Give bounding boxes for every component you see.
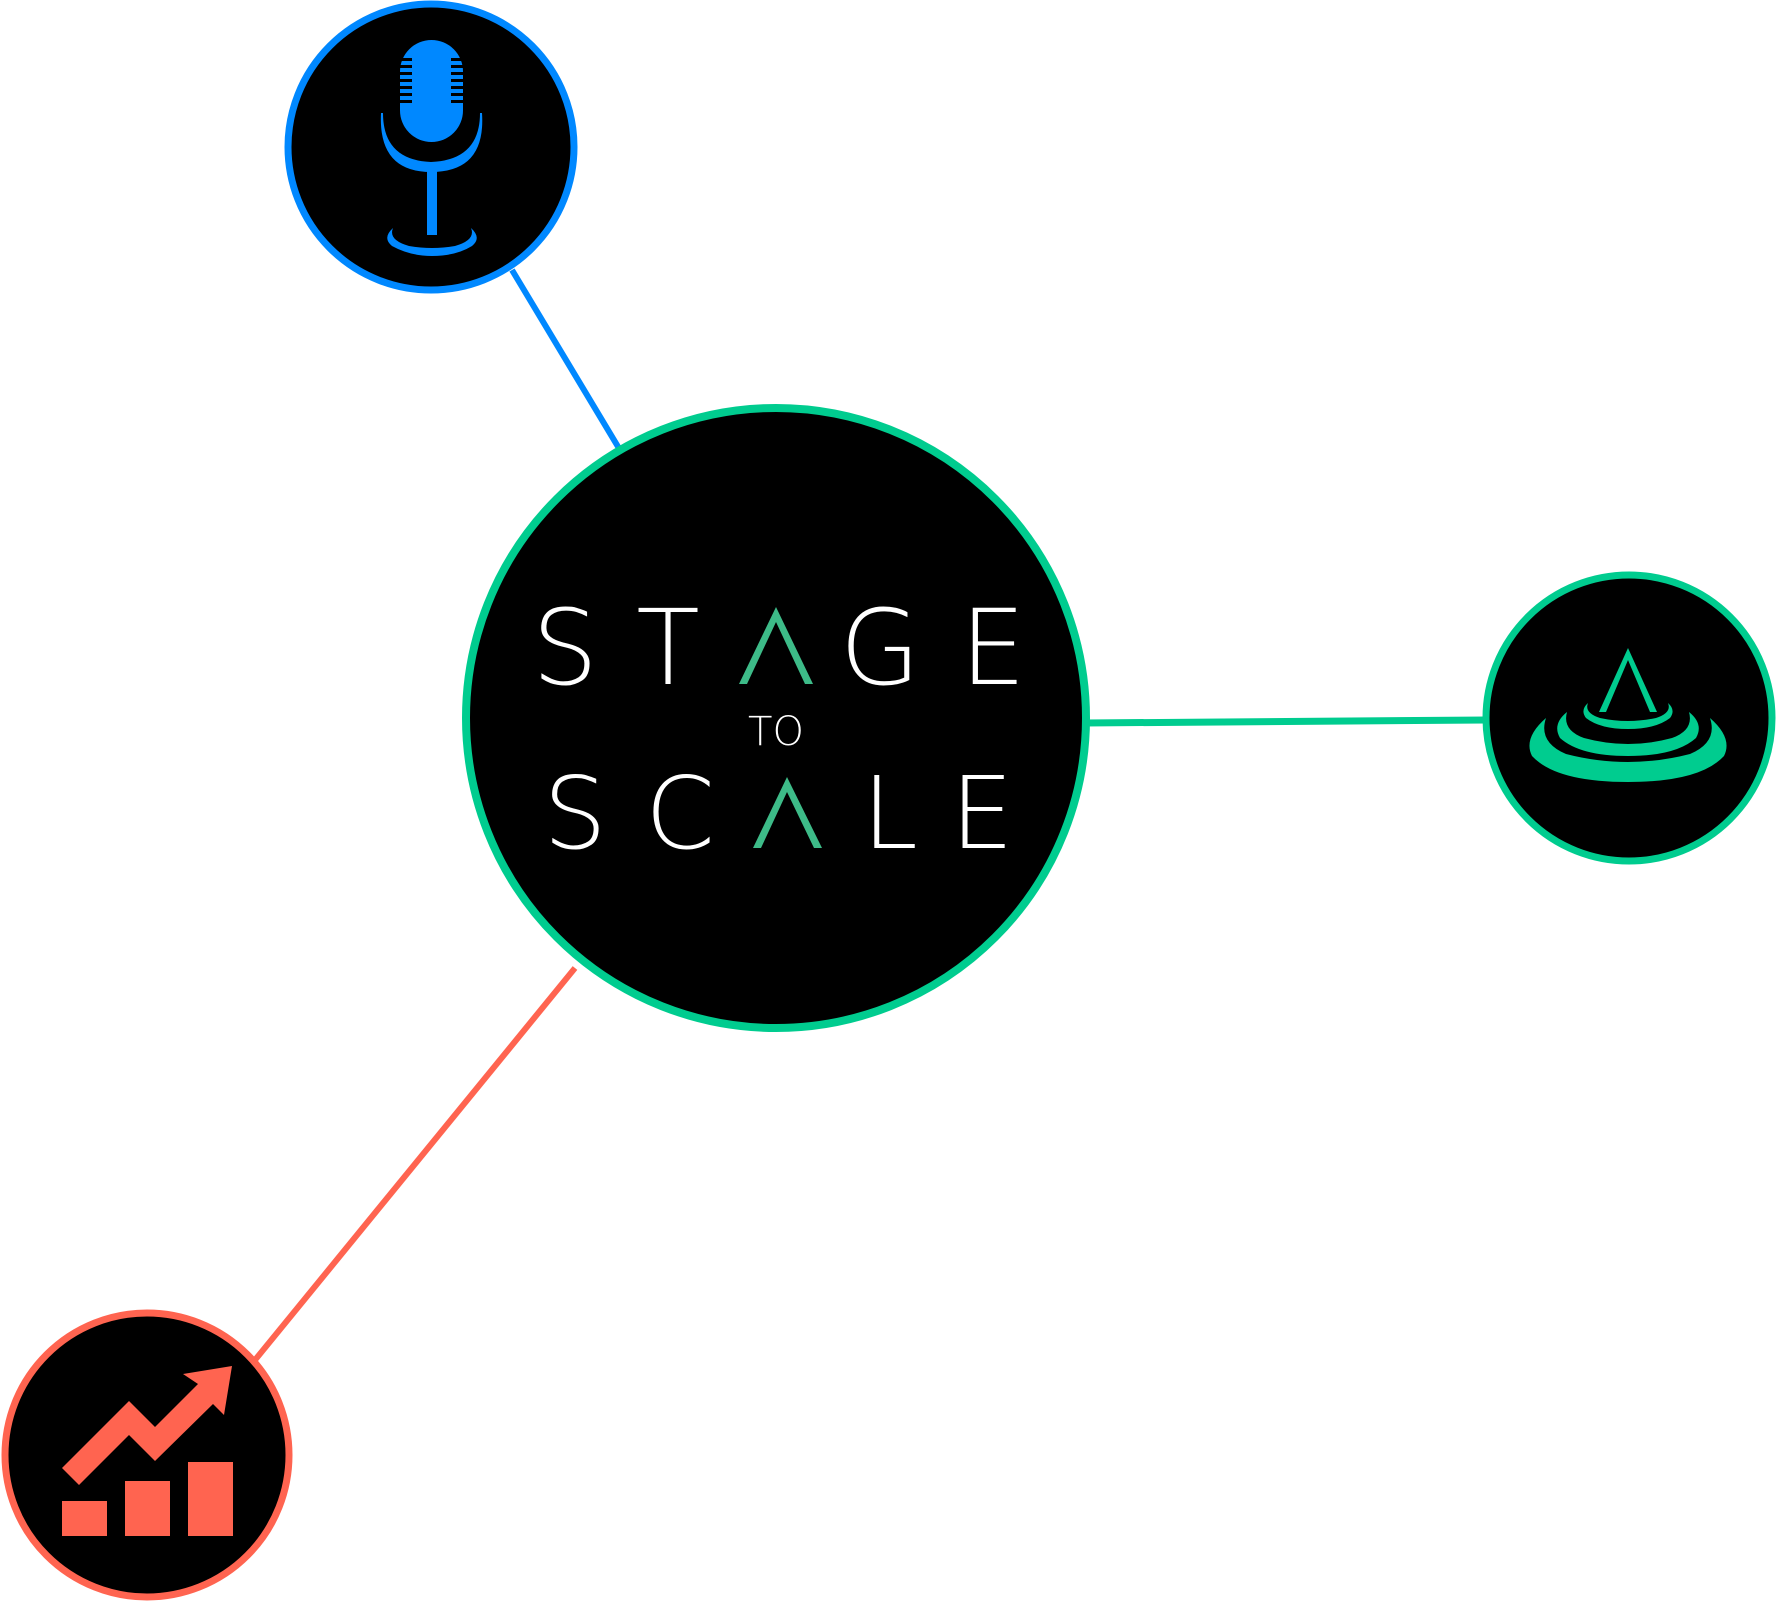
growth-node-ring <box>1 1309 293 1601</box>
connector-line-growth <box>252 966 578 1362</box>
logo-accent-a-icon <box>753 777 822 848</box>
growth-bar <box>188 1462 233 1536</box>
connector-line-ripple <box>1084 716 1488 727</box>
logo-letter: S <box>543 755 606 872</box>
center-node[interactable]: S T G E TO S C L E <box>462 404 1090 1032</box>
logo-letter: E <box>950 755 1013 872</box>
podcast-node-ring <box>284 0 578 294</box>
ripple-drop-icon <box>1529 648 1727 782</box>
logo-letter: T <box>636 587 700 709</box>
logo-letter: E <box>960 587 1026 709</box>
trend-arrow <box>62 1366 232 1485</box>
logo-letter: C <box>645 755 715 872</box>
microphone-icon <box>380 40 483 256</box>
logo-letter: S <box>532 587 598 709</box>
growth-bar <box>62 1501 107 1536</box>
logo: S T G E TO S C L E <box>532 587 1026 872</box>
logo-line-2: S C L E <box>543 755 1013 872</box>
center-node-ring <box>462 404 1090 1032</box>
logo-letter: L <box>862 755 918 872</box>
podcast-node[interactable] <box>284 0 578 294</box>
growth-bar <box>125 1481 170 1536</box>
logo-letter: G <box>840 587 921 709</box>
logo-connector: TO <box>748 709 804 755</box>
ripple-node[interactable] <box>1482 571 1776 865</box>
logo-accent-a-icon <box>739 607 813 684</box>
growth-chart-icon <box>62 1366 233 1536</box>
connector-line-podcast <box>509 268 623 452</box>
growth-node[interactable] <box>1 1309 293 1601</box>
logo-line-1: S T G E <box>532 587 1026 709</box>
ripple-node-ring <box>1482 571 1776 865</box>
